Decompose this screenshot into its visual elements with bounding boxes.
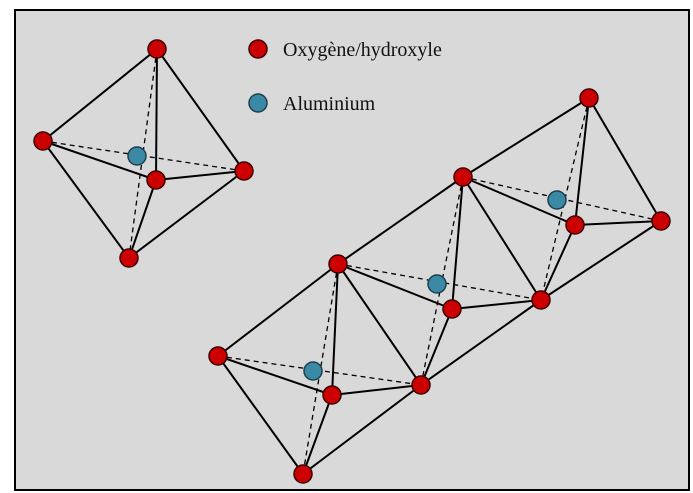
aluminium-atom [427, 274, 447, 294]
bond-edge [128, 179, 157, 259]
bond-edge [420, 299, 542, 386]
oxygen-atom [33, 131, 53, 151]
bond-edge [155, 48, 158, 181]
atoms [33, 39, 671, 484]
bond-edge [574, 97, 590, 226]
oxygen-atom [531, 290, 551, 310]
bond-edge [217, 355, 333, 396]
bond-edge [331, 263, 339, 396]
oxygen-atom [234, 161, 254, 181]
legend: Oxygène/hydroxyle Aluminium [248, 39, 442, 115]
bond-edge [302, 384, 422, 475]
bond-edge [337, 176, 464, 265]
oxygen-atom [322, 385, 342, 405]
bond-edge [156, 48, 245, 172]
bond-edge [451, 176, 464, 310]
bond-edge [217, 355, 304, 475]
bond-edge [42, 48, 158, 142]
oxygen-atom [453, 167, 473, 187]
oxygen-atom [411, 375, 431, 395]
bond-edge [42, 140, 130, 259]
aluminium-atom [303, 361, 323, 381]
bond-edge [588, 97, 662, 222]
legend-aluminium-marker [248, 93, 268, 113]
legend-oxygen-marker [248, 39, 268, 59]
bond-edge [302, 394, 333, 475]
legend-aluminium-label: Aluminium [283, 93, 376, 115]
aluminium-atom [127, 146, 147, 166]
bond-edge [462, 97, 590, 178]
oxygen-atom [147, 39, 167, 59]
hidden-bond-edge [128, 48, 158, 259]
oxygen-atom [579, 88, 599, 108]
bond-edge [574, 220, 662, 226]
oxygen-atom [146, 170, 166, 190]
bond-edge [217, 263, 339, 357]
bond-edge [42, 140, 157, 181]
legend-oxygen-label: Oxygène/hydroxyle [283, 39, 442, 61]
bond-edge [331, 384, 422, 396]
bond-edge [451, 299, 542, 310]
oxygen-atom [651, 211, 671, 231]
oxygen-atom [119, 248, 139, 268]
oxygen-atom [208, 346, 228, 366]
bond-edge [540, 220, 662, 301]
bond-edge [155, 170, 245, 181]
bond-edge [337, 263, 422, 386]
oxygen-atom [565, 215, 585, 235]
bond-edge [337, 263, 453, 310]
oxygen-atom [293, 464, 313, 484]
bond-edge [462, 176, 576, 226]
oxygen-atom [328, 254, 348, 274]
bond-edge [540, 224, 576, 301]
oxygen-atom [442, 299, 462, 319]
aluminium-atom [547, 190, 567, 210]
bond-edge [420, 308, 453, 386]
bond-edge [462, 176, 542, 301]
bond-edge [128, 170, 245, 259]
